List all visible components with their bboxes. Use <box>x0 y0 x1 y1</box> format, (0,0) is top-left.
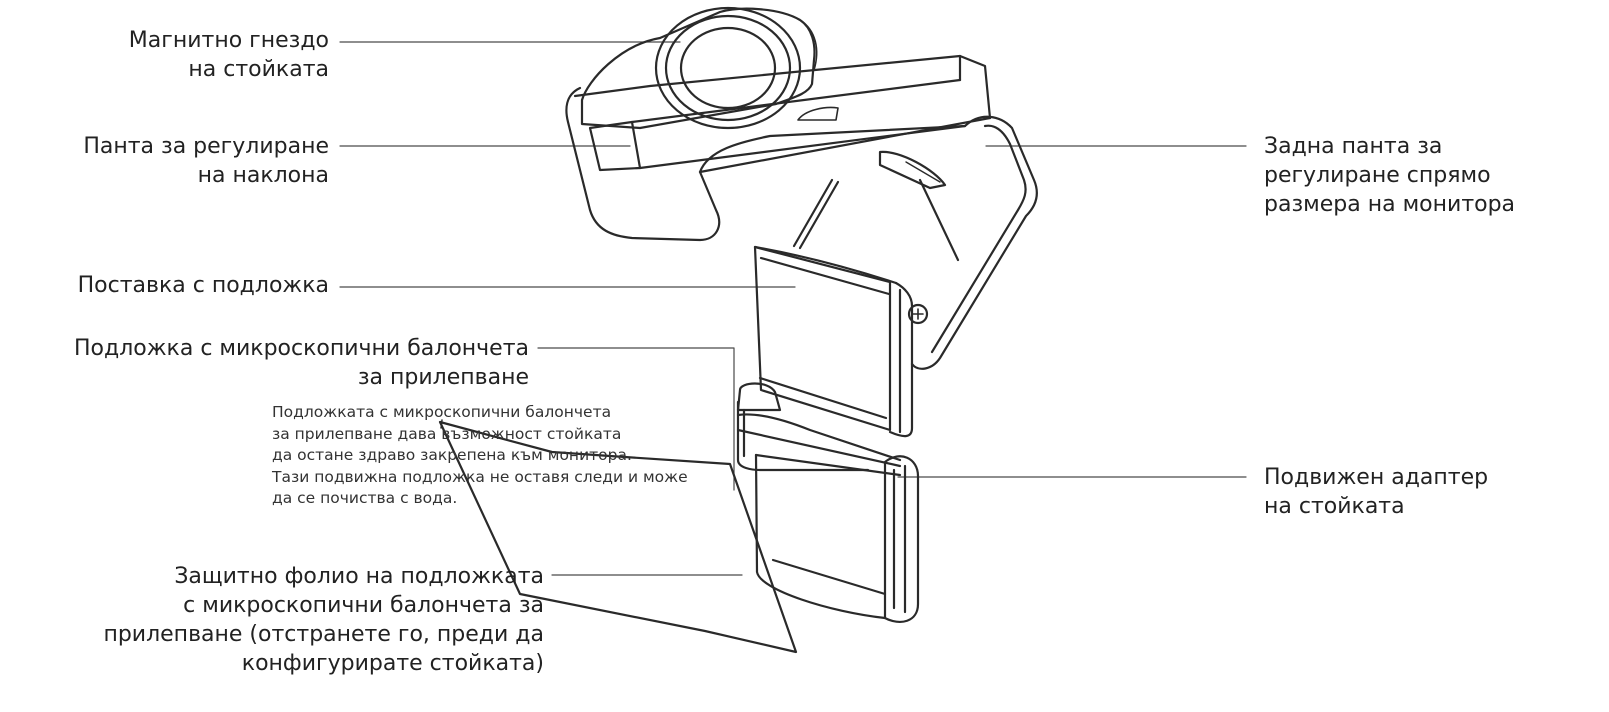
label-line: Подвижен адаптер <box>1264 465 1489 490</box>
label-line: размера на монитора <box>1264 192 1516 217</box>
leader-micro-suction-pad <box>537 347 735 491</box>
label-micro-suction-pad: Подложка с микроскопични балончета за пр… <box>74 334 529 392</box>
label-line: Подложка с микроскопични балончета <box>74 336 529 361</box>
label-line: на наклона <box>197 163 329 188</box>
label-line: Магнитно гнездо <box>128 28 329 53</box>
support-rods <box>792 178 960 262</box>
label-line: за прилепване <box>357 365 529 390</box>
stand-body-shape <box>565 54 1038 370</box>
protective-film-shape <box>438 419 798 654</box>
pad-holder-shape <box>753 245 929 438</box>
label-line: конфигурирате стойката) <box>241 651 544 676</box>
magnetic-socket-shape <box>580 6 839 130</box>
label-line: на стойката <box>1264 494 1405 519</box>
label-line: на стойката <box>188 57 329 82</box>
note-line: да остане здраво закрепена към монитора. <box>272 446 632 464</box>
label-line: Защитно фолио на подложката <box>174 564 544 589</box>
leader-lines <box>339 41 1247 576</box>
label-tilt-hinge: Панта за регулиране на наклона <box>83 132 329 190</box>
label-line: прилепване (отстранете го, преди да <box>103 622 544 647</box>
movable-adapter-shape <box>736 382 920 623</box>
label-line: Задна панта за <box>1264 134 1443 159</box>
note-line: за прилепване дава възможност стойката <box>272 424 622 443</box>
label-line: регулиране спрямо <box>1264 163 1491 188</box>
label-rear-hinge: Задна панта за регулиране спрямо размера… <box>1264 132 1515 219</box>
note-line: да се почиства с вода. <box>272 489 458 507</box>
label-movable-adapter: Подвижен адаптер на стойката <box>1264 463 1488 521</box>
label-magnetic-socket: Магнитно гнездо на стойката <box>129 26 329 84</box>
label-line: с микроскопични балончета за <box>183 593 544 618</box>
label-line: Поставка с подложка <box>77 273 329 298</box>
micro-suction-pad-note: Подложката с микроскопични балончета за … <box>272 402 688 510</box>
note-line: Подложката с микроскопични балончета <box>272 403 612 421</box>
label-line: Панта за регулиране <box>83 134 329 159</box>
label-pad-holder: Поставка с подложка <box>78 271 329 300</box>
note-line: Тази подвижна подложка не оставя следи и… <box>272 467 688 486</box>
label-protective-film: Защитно фолио на подложката с микроскопи… <box>103 562 544 678</box>
